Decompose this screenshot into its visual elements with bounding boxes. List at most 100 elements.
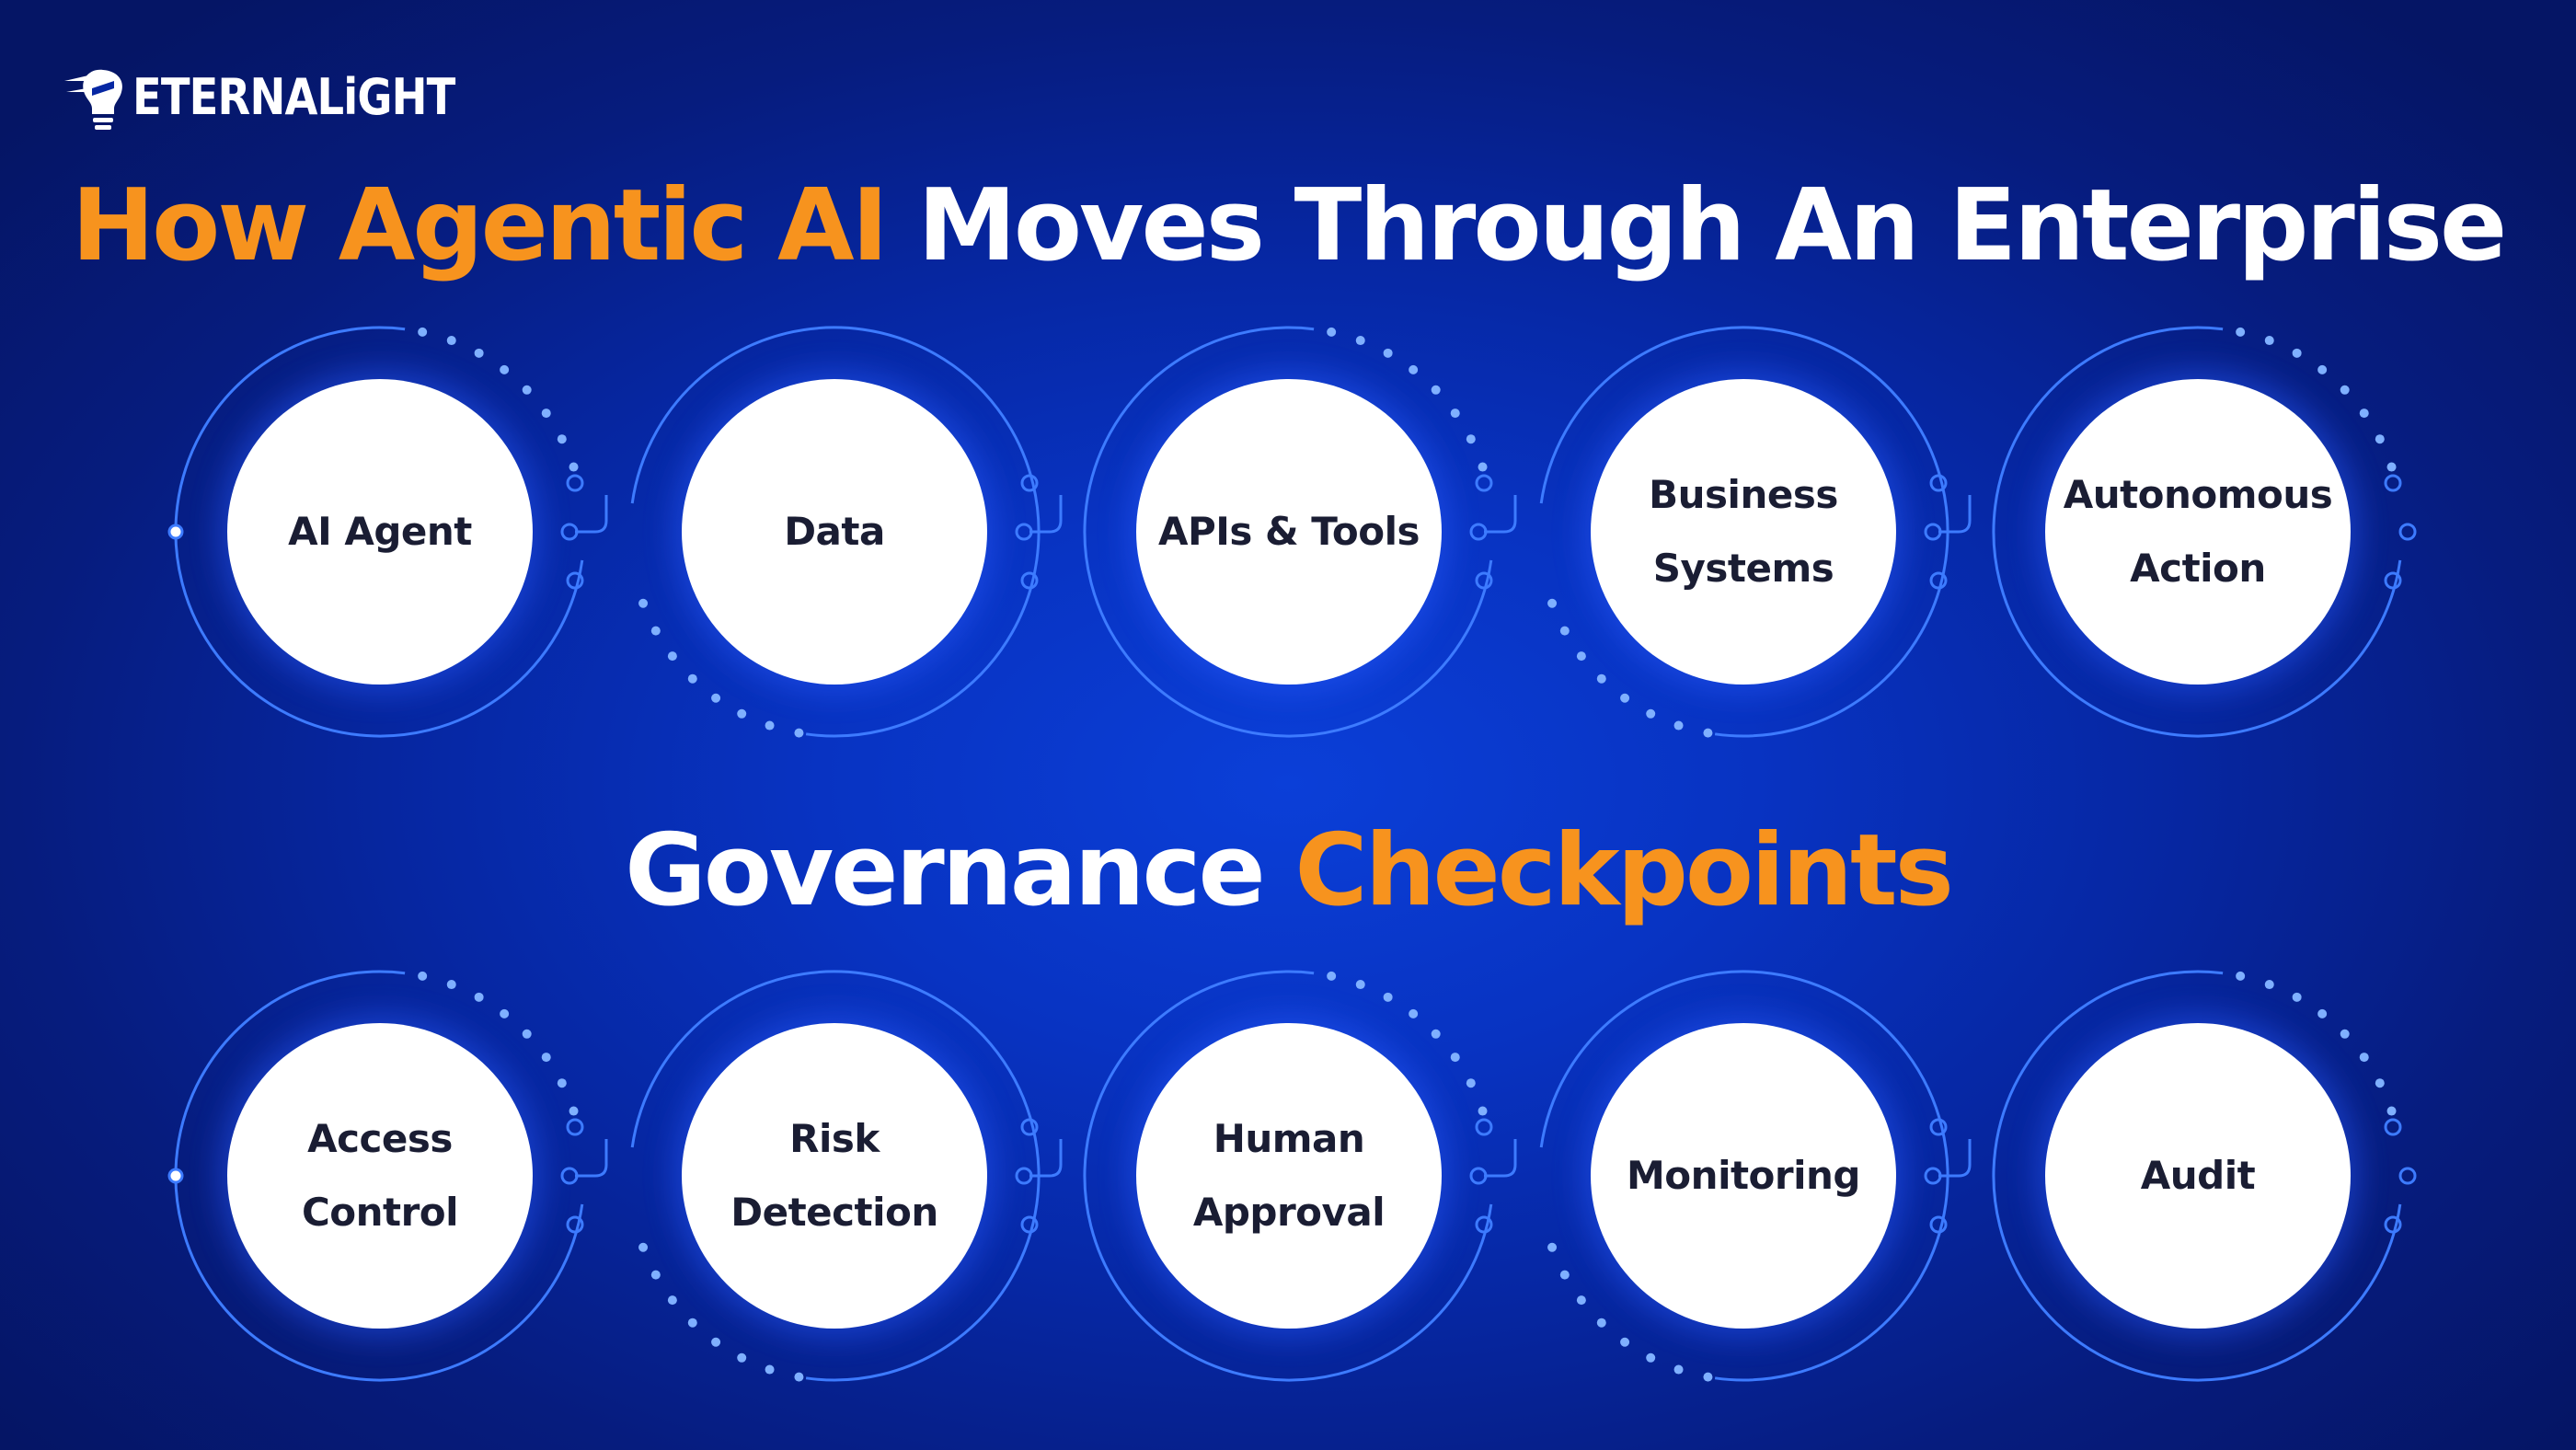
governance-node-4 [1539,970,1949,1382]
governance-ring-end [566,1118,584,1136]
governance-node-1 [174,970,584,1382]
flow-ring-arc [1992,326,2402,738]
governance-ring-dot [2340,1029,2350,1039]
governance-label-line: Access [307,1116,453,1161]
flow-ring-dot [1620,693,1630,703]
brand-name: ETERNALiGHT [132,68,455,126]
flow-ring-dot [557,434,567,444]
governance-ring-end [1020,1215,1039,1234]
governance-ring-arc [1539,970,1949,1382]
governance-ring-end [1020,1118,1039,1136]
flow-diagram [167,326,2417,738]
flow-label-line: APIs & Tools [1158,509,1420,554]
flow-ring-end [1929,474,1948,492]
governance-node-circle [2045,1023,2351,1329]
flow-label-1: AI Agent [233,495,527,569]
governance-ring-end [1475,1118,1493,1136]
flow-ring-dot [522,385,532,395]
governance-ring-dot [418,971,428,981]
governance-connector-end [560,1167,579,1185]
flow-node-circle [2045,379,2351,685]
governance-ring-dot [557,1078,567,1088]
flow-label-3: APIs & Tools [1142,495,1436,569]
flow-ring-dot [650,626,661,636]
flow-label-line: Action [2130,546,2266,591]
governance-ring-dot [638,1242,649,1252]
governance-ring-end [1929,1215,1948,1234]
governance-ring-dot [1547,1242,1558,1252]
flow-label-line: Autonomous [2063,472,2333,517]
flow-label-line: Data [784,509,885,554]
governance-ring-arc [630,970,1041,1382]
governance-ring-dot [1559,1270,1570,1280]
flow-ring-dot [794,728,804,738]
flow-ring-arc [1539,326,1949,738]
governance-ring-dot [2386,1106,2397,1116]
governance-ring-dot [1327,971,1337,981]
governance-ring-dot [2264,980,2274,990]
flow-ring-end [566,474,584,492]
flow-ring-dot [418,327,428,337]
governance-label-4: Monitoring [1596,1139,1891,1213]
governance-connector [1484,1139,1517,1178]
flow-ring-arc [174,326,584,738]
flow-ring-dot [1327,327,1337,337]
governance-ring-dot [1620,1337,1630,1347]
governance-label-line: Control [301,1190,459,1235]
flow-node-1 [174,326,584,738]
flow-connector [1029,495,1063,534]
governance-node-5 [1992,970,2402,1382]
governance-ring-dot [1703,1372,1713,1382]
governance-ring-dot [1383,992,1393,1002]
flow-node-circle [1136,379,1442,685]
governance-label-5: Audit [2051,1139,2345,1213]
governance-ring-dot [2359,1053,2369,1063]
governance-node-circle [1136,1023,1442,1329]
flow-ring-dot [711,693,721,703]
governance-node-circle [682,1023,987,1329]
title-highlight: How Agentic AI [71,168,889,283]
flow-ring-dot [2264,336,2274,346]
flow-ring-dot [1466,434,1476,444]
governance-ring-dot [737,1352,747,1363]
governance-label-line: Human [1213,1116,1365,1161]
flow-connector-end [1469,523,1488,541]
flow-connector-end [1924,523,1942,541]
flow-connector [575,495,608,534]
flow-ring-dot [2359,409,2369,419]
flow-ring-dot [1355,336,1365,346]
flow-node-circle [1591,379,1896,685]
governance-diagram [167,970,2417,1382]
flow-ring-end [1020,571,1039,590]
governance-ring-dot [711,1337,721,1347]
flow-ring-end [2384,571,2402,590]
governance-ring-dot [2292,992,2302,1002]
governance-ring-dot [667,1295,677,1306]
governance-label-line: Approval [1192,1190,1386,1235]
flow-end-marker [2398,523,2417,541]
governance-node-2 [630,970,1041,1382]
flow-node-5 [1992,326,2402,738]
section-title-lead: Governance [625,813,1266,928]
flow-start-marker [167,524,184,540]
flow-connector [1938,495,1972,534]
flow-ring-dot [1409,364,1419,374]
governance-node-circle [1591,1023,1896,1329]
flow-ring-dot [2317,364,2328,374]
flow-ring-dot [687,673,697,684]
flow-connector-end [1015,523,1033,541]
governance-ring-dot [2375,1078,2385,1088]
governance-ring-dot [446,980,456,990]
flow-ring-end [1929,571,1948,590]
flow-ring-dot [1703,728,1713,738]
flow-ring-dot [474,348,484,358]
flow-ring-dot [2236,327,2246,337]
governance-ring-dot [569,1106,579,1116]
flow-ring-end [566,571,584,590]
governance-ring-dot [541,1053,551,1063]
lightbulb-mark-icon [64,69,122,130]
governance-ring-end [2384,1118,2402,1136]
